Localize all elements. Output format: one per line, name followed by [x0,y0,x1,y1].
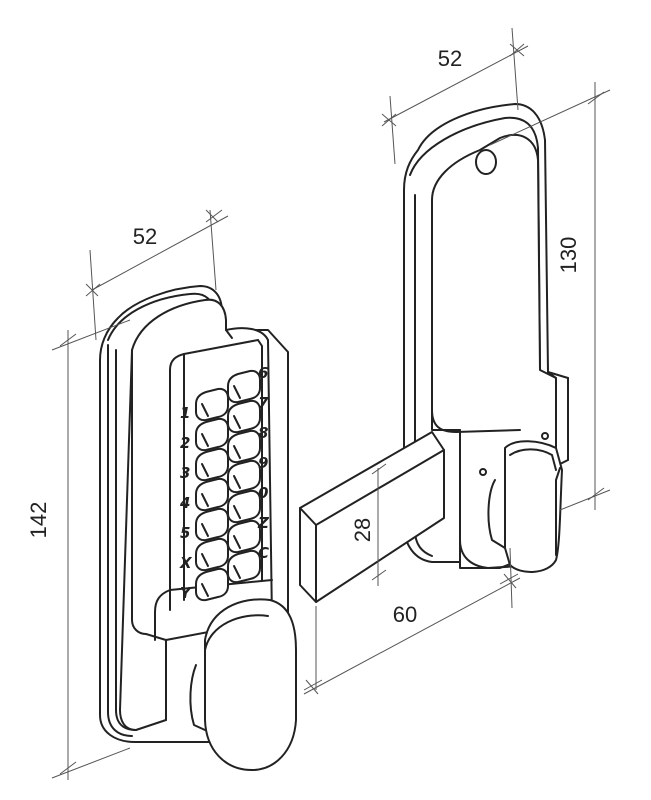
keypad-button-shadow [233,505,241,519]
dimension-back-width: 52 [381,27,529,165]
keypad-button [195,567,229,602]
latch-bolt [299,431,445,603]
keypad-button [227,399,261,434]
dim-label-back-width: 52 [438,46,462,71]
keypad-button [227,369,261,404]
keypad-label: Y [180,584,193,602]
keypad-button [227,489,261,524]
keypad-button [227,459,261,494]
keypad-label: X [179,554,193,572]
keypad-button-shadow [201,403,209,417]
back-plate [403,103,569,573]
dim-label-front-height: 142 [26,502,51,539]
keypad-button-shadow [201,433,209,447]
keypad-label: 3 [180,464,190,482]
keypad-button-shadow [233,385,241,399]
knob [189,598,297,771]
dim-label-back-height: 130 [556,237,581,274]
keypad-button-shadow [201,553,209,567]
dimension-bolt-height: 28 [350,463,387,586]
thumb-turn [487,440,563,573]
keypad-button-shadow [233,535,241,549]
keypad-label: 9 [258,454,268,472]
keypad-button [195,417,229,452]
keypad-button [195,447,229,482]
keypad-label: 1 [180,404,190,422]
dimension-front-width: 52 [85,209,229,341]
keypad-button [227,549,261,584]
keypad-label: 7 [258,394,269,412]
keypad-button [227,429,261,464]
keypad-button-shadow [233,415,241,429]
screw-hole [479,468,487,476]
keypad-button [227,519,261,554]
keypad-button-shadow [201,463,209,477]
keypad-button-shadow [233,565,241,579]
keypad-label: C [258,544,269,562]
keypad: 1 6 2 7 3 8 4 9 5 0X Z Y C [179,364,270,602]
keypad-label: Z [257,514,270,532]
keypad-button-shadow [233,445,241,459]
keypad-button-shadow [233,475,241,489]
mounting-hole [475,149,497,175]
keypad-button-shadow [201,493,209,507]
screw-hole [541,432,549,440]
keypad-button [195,387,229,422]
dimension-front-height: 142 [26,319,131,780]
keypad-label: 0 [258,484,268,502]
keypad-label: 6 [258,364,268,382]
keypad-button-shadow [201,583,209,597]
keypad-label: 2 [180,434,190,452]
keypad-button [195,477,229,512]
dim-label-front-width: 52 [133,224,157,249]
keypad-label: 4 [179,494,190,512]
dimension-back-height: 130 [489,82,611,511]
keypad-label: 5 [180,524,190,542]
keypad-button-shadow [201,523,209,537]
dim-label-bolt-length: 60 [393,602,417,627]
keypad-button [195,537,229,572]
keypad-button [195,507,229,542]
dim-label-bolt-height: 28 [350,518,375,542]
keypad-label: 8 [258,424,268,442]
dimension-bolt-length: 60 [303,547,521,695]
